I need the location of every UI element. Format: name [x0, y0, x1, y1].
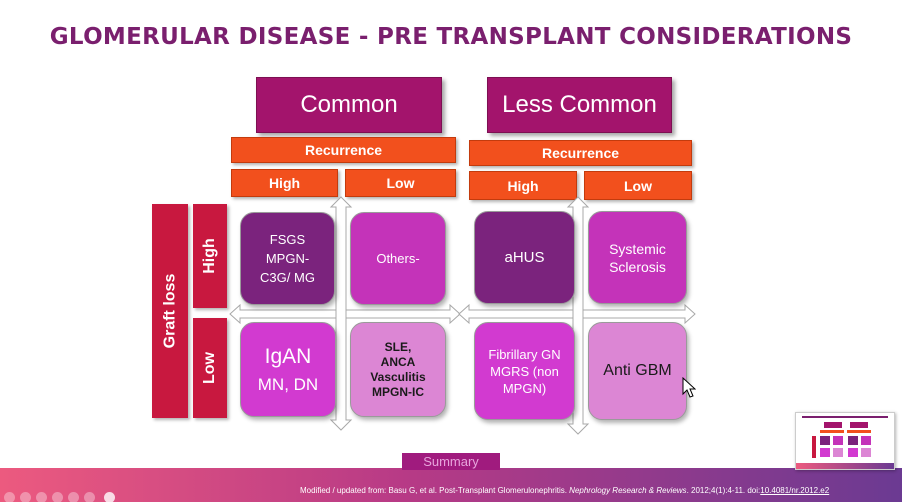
slide-title: GLOMERULAR DISEASE - PRE TRANSPLANT CONS… — [49, 24, 853, 50]
less-common-header: Less Common — [487, 77, 672, 133]
pen-icon[interactable] — [36, 492, 47, 503]
cell-ahus: aHUS — [474, 211, 575, 304]
prev-slide-icon[interactable] — [4, 492, 15, 503]
graft-loss-bar: Graft loss — [152, 204, 188, 418]
slide-thumbnail[interactable] — [795, 412, 895, 470]
more-options-icon[interactable] — [84, 492, 95, 503]
recurrence-bar-right: Recurrence — [469, 140, 692, 166]
mouse-cursor-icon — [682, 377, 696, 398]
footer-band — [0, 468, 902, 502]
cell-fibrillary-gn: Fibrillary GN MGRS (non MPGN) — [474, 322, 575, 420]
slides-grid-icon[interactable] — [52, 492, 63, 503]
recurrence-low-right: Low — [584, 171, 692, 200]
cell-systemic-sclerosis: Systemic Sclerosis — [588, 211, 687, 304]
cell-fsgs: FSGS MPGN- C3G/ MG — [240, 212, 335, 305]
recurrence-high-right: High — [469, 171, 577, 200]
recurrence-bar-left: Recurrence — [231, 137, 456, 163]
recurrence-high-left: High — [231, 169, 338, 197]
graft-loss-low: Low — [193, 318, 227, 418]
next-slide-icon[interactable] — [20, 492, 31, 503]
citation: Modified / updated from: Basu G, et al. … — [300, 486, 830, 495]
common-header: Common — [256, 77, 442, 133]
graft-loss-high: High — [193, 204, 227, 308]
zoom-icon[interactable] — [68, 492, 79, 503]
axis-vertical-left — [329, 196, 353, 431]
cell-others: Others- — [350, 212, 446, 305]
summary-link[interactable]: Summary — [402, 453, 500, 470]
captions-icon[interactable] — [104, 492, 115, 503]
cell-anti-gbm: Anti GBM — [588, 322, 687, 420]
cell-igan: IgAN MN, DN — [240, 322, 336, 417]
cell-sle-anca: SLE, ANCA Vasculitis MPGN-IC — [350, 322, 446, 417]
recurrence-low-left: Low — [345, 169, 456, 197]
